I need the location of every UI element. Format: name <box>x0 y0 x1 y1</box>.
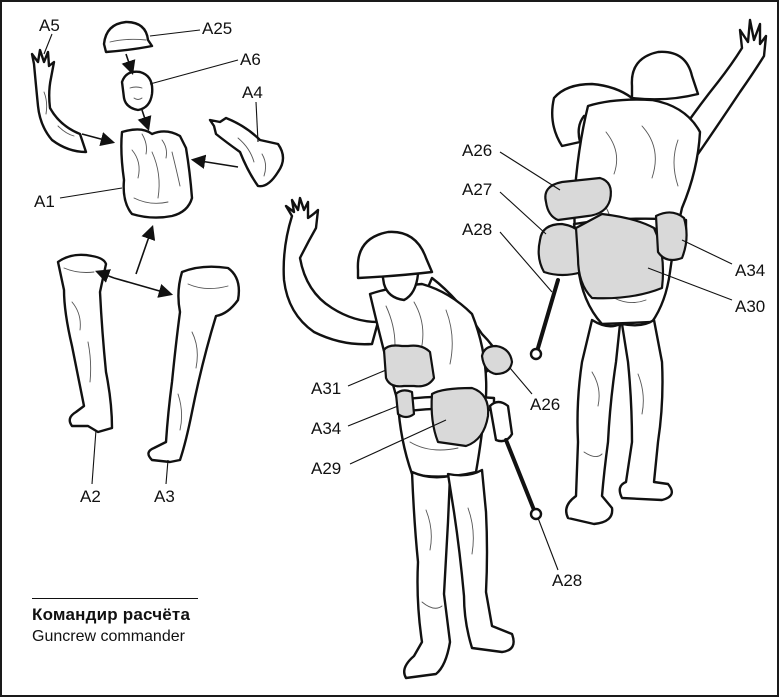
caption-rule <box>32 598 198 599</box>
label-a27: A27 <box>462 180 492 199</box>
label-a34-right: A34 <box>735 261 765 280</box>
label-a26-top: A26 <box>462 141 492 160</box>
caption-title-ru: Командир расчёта <box>32 605 198 625</box>
figure-rear-view <box>531 20 766 524</box>
part-a1-torso <box>121 129 192 217</box>
label-a34-front: A34 <box>311 419 341 438</box>
label-a26-front: A26 <box>530 395 560 414</box>
part-a6-head <box>122 72 152 110</box>
part-a5-arm <box>32 50 86 152</box>
figure-caption: Командир расчёта Guncrew commander <box>32 598 198 646</box>
label-a30: A30 <box>735 297 765 316</box>
label-a28-top: A28 <box>462 220 492 239</box>
label-a5: A5 <box>39 16 60 35</box>
caption-title-en: Guncrew commander <box>32 628 198 646</box>
label-a2: A2 <box>80 487 101 506</box>
part-a2-leg <box>58 255 112 432</box>
label-a3: A3 <box>154 487 175 506</box>
figure-front-view <box>284 198 541 678</box>
label-a28-bottom: A28 <box>552 571 582 590</box>
label-a6: A6 <box>240 50 261 69</box>
part-a25-helmet <box>104 22 152 52</box>
label-a29: A29 <box>311 459 341 478</box>
label-a31: A31 <box>311 379 341 398</box>
label-a25: A25 <box>202 19 232 38</box>
part-a4-arm <box>210 118 283 186</box>
label-a1: A1 <box>34 192 55 211</box>
part-a3-leg <box>148 267 238 462</box>
label-a4: A4 <box>242 83 263 102</box>
